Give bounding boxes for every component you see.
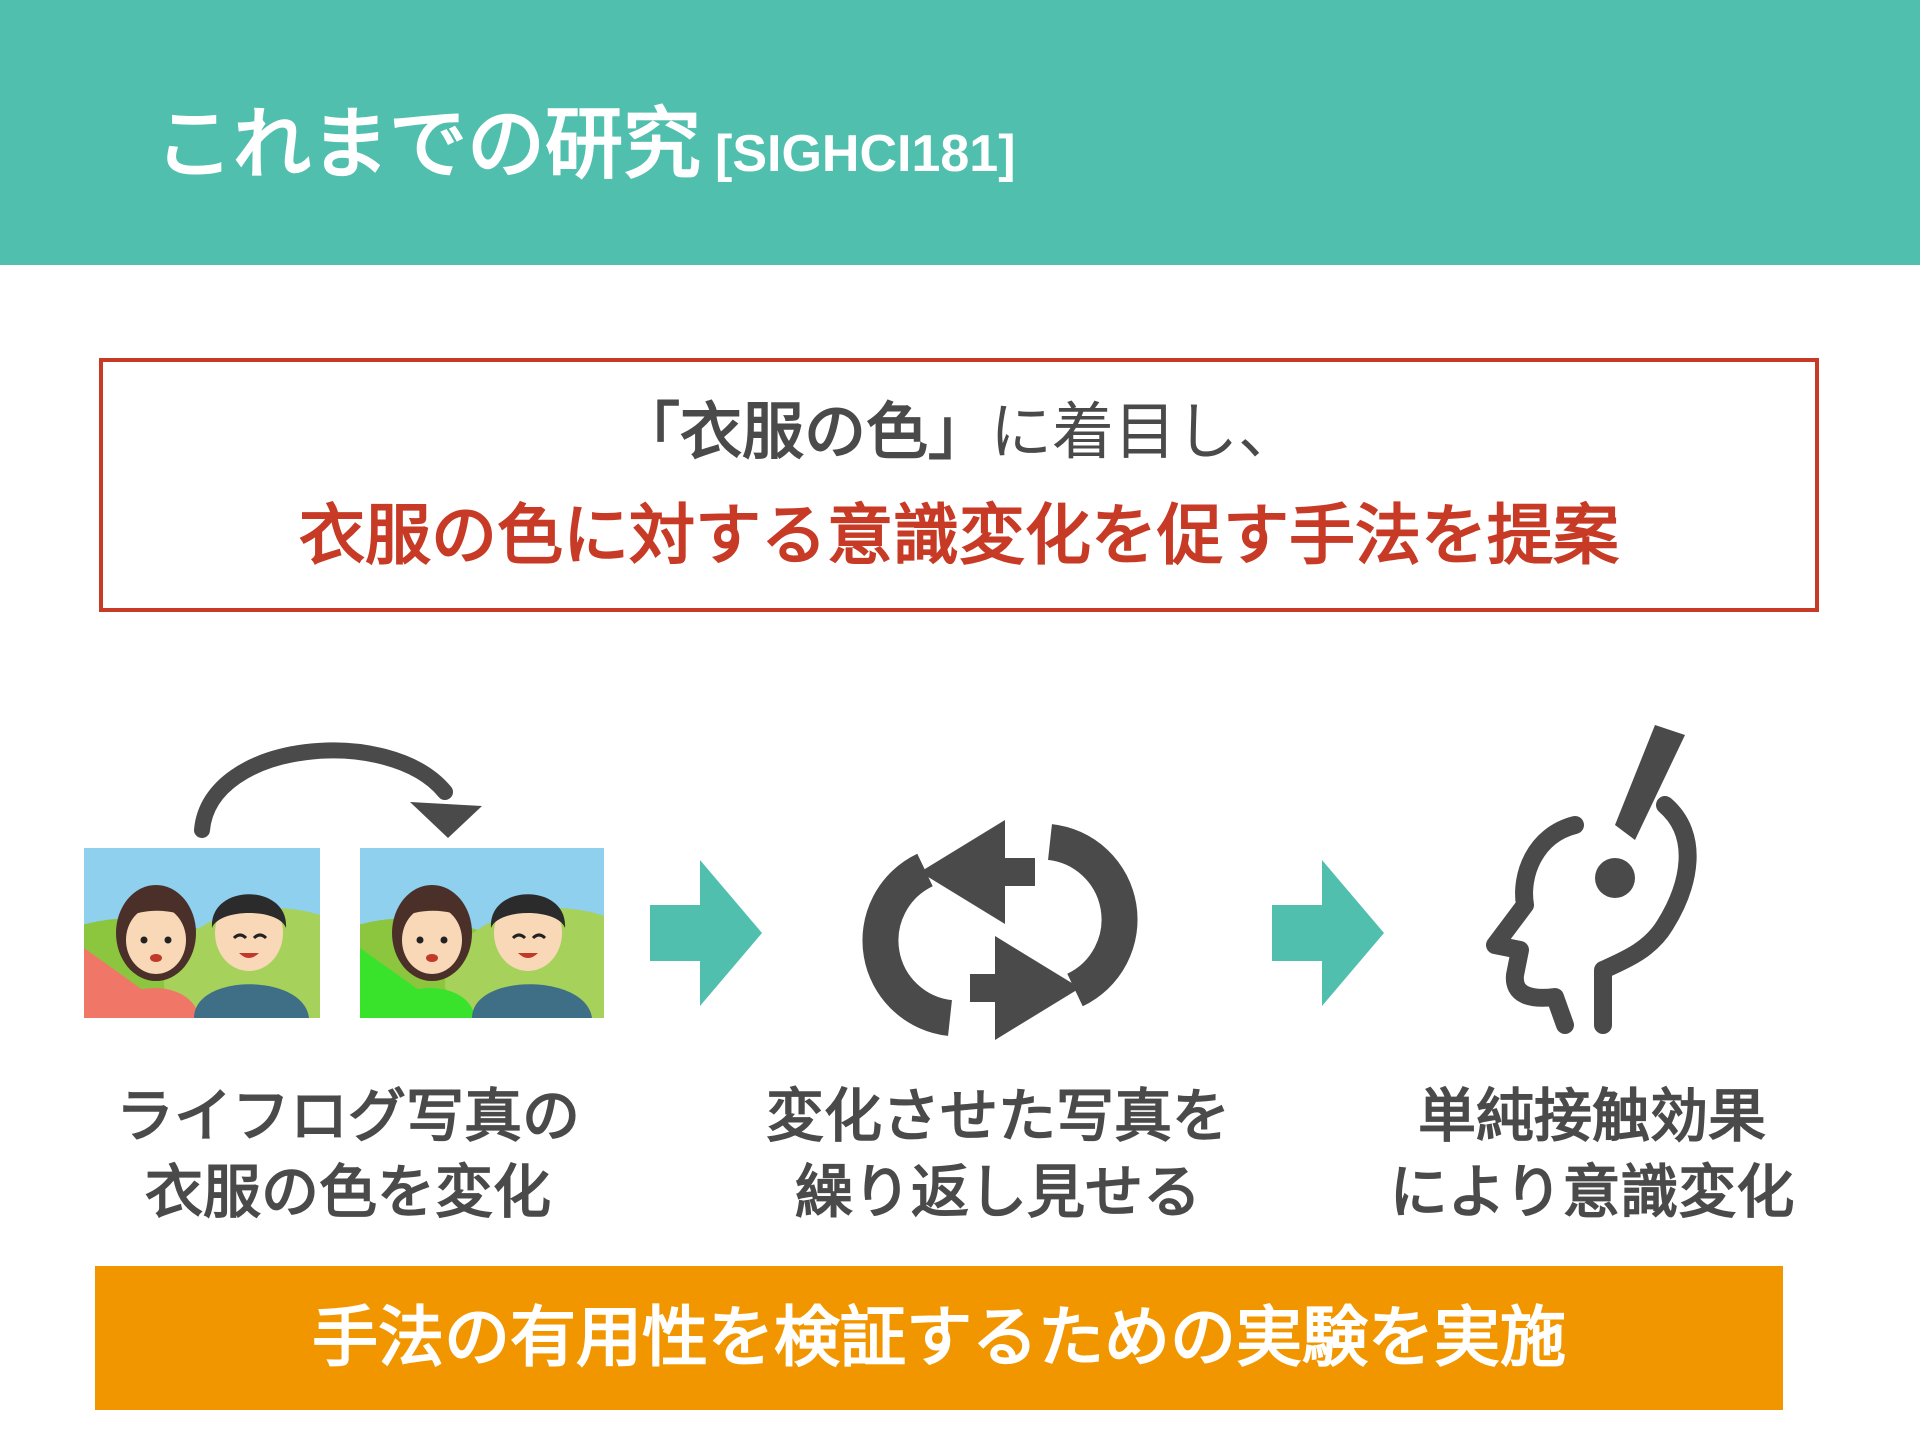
lifelog-photo-original	[84, 848, 320, 1018]
citation-tag: [SIGHCI181]	[715, 125, 1016, 183]
step-3-caption-line-2: により意識変化	[1389, 1158, 1795, 1226]
page-title-text: これまでの研究	[155, 100, 702, 190]
page-title: これまでの研究[SIGHCI181]	[155, 95, 1016, 204]
step-2-caption-line-1: 変化させた写真を	[765, 1082, 1230, 1150]
couple-photo-icon	[84, 848, 320, 1018]
summary-rest: に着目し、	[990, 395, 1301, 468]
conclusion-banner: 手法の有用性を検証するための実験を実施	[95, 1266, 1783, 1410]
step-2-caption-line-2: 繰り返し見せる	[794, 1158, 1201, 1226]
header-bar: これまでの研究[SIGHCI181]	[0, 0, 1920, 265]
lifelog-photo-changed	[360, 848, 604, 1018]
couple-photo-icon	[360, 848, 604, 1018]
summary-emphasis: 「衣服の色」	[617, 395, 990, 468]
summary-line-1: 「衣服の色」に着目し、	[103, 392, 1815, 472]
step-1-caption-line-1: ライフログ写真の	[115, 1082, 580, 1150]
step-2-caption: 変化させた写真を 繰り返し見せる	[718, 1078, 1278, 1230]
repeat-cycle-icon	[862, 820, 1138, 1040]
conclusion-text: 手法の有用性を検証するための実験を実施	[312, 1299, 1566, 1376]
step-1-caption: ライフログ写真の 衣服の色を変化	[68, 1078, 628, 1230]
summary-line-2: 衣服の色に対する意識変化を促す手法を提案	[299, 497, 1619, 574]
curved-arrow-icon	[194, 742, 482, 838]
right-arrow-icon	[1272, 860, 1384, 1006]
right-arrow-icon	[650, 860, 762, 1006]
summary-box: 「衣服の色」に着目し、 衣服の色に対する意識変化を促す手法を提案	[99, 358, 1819, 612]
step-3-caption-line-1: 単純接触効果	[1417, 1082, 1766, 1150]
step-3-caption: 単純接触効果 により意識変化	[1312, 1078, 1872, 1230]
head-awareness-icon	[1486, 725, 1697, 1034]
step-1-caption-line-2: 衣服の色を変化	[144, 1158, 551, 1226]
